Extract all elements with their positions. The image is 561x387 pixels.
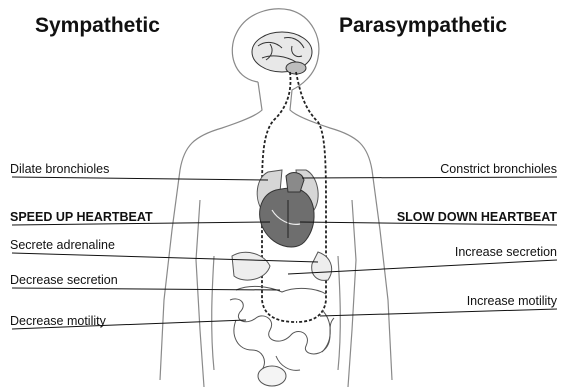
parasympathetic-heading: Parasympathetic (339, 14, 507, 38)
leader-constrict-bronchioles (302, 177, 557, 178)
leader-dilate-bronchioles (12, 177, 268, 180)
label-decrease-secretion: Decrease secretion (10, 273, 118, 287)
label-speed-up-heartbeat: SPEED UP HEARTBEAT (10, 210, 153, 224)
leader-increase-motility (320, 309, 557, 316)
label-constrict-bronchioles: Constrict bronchioles (440, 162, 557, 176)
label-dilate-bronchioles: Dilate bronchioles (10, 162, 109, 176)
brain (252, 32, 312, 74)
label-increase-motility: Increase motility (467, 294, 557, 308)
sympathetic-heading: Sympathetic (35, 14, 160, 38)
leader-secrete-adrenaline (12, 253, 318, 262)
label-decrease-motility: Decrease motility (10, 314, 106, 328)
label-increase-secretion: Increase secretion (455, 245, 557, 259)
label-slow-down-heartbeat: SLOW DOWN HEARTBEAT (397, 210, 557, 224)
label-secrete-adrenaline: Secrete adrenaline (10, 238, 115, 252)
